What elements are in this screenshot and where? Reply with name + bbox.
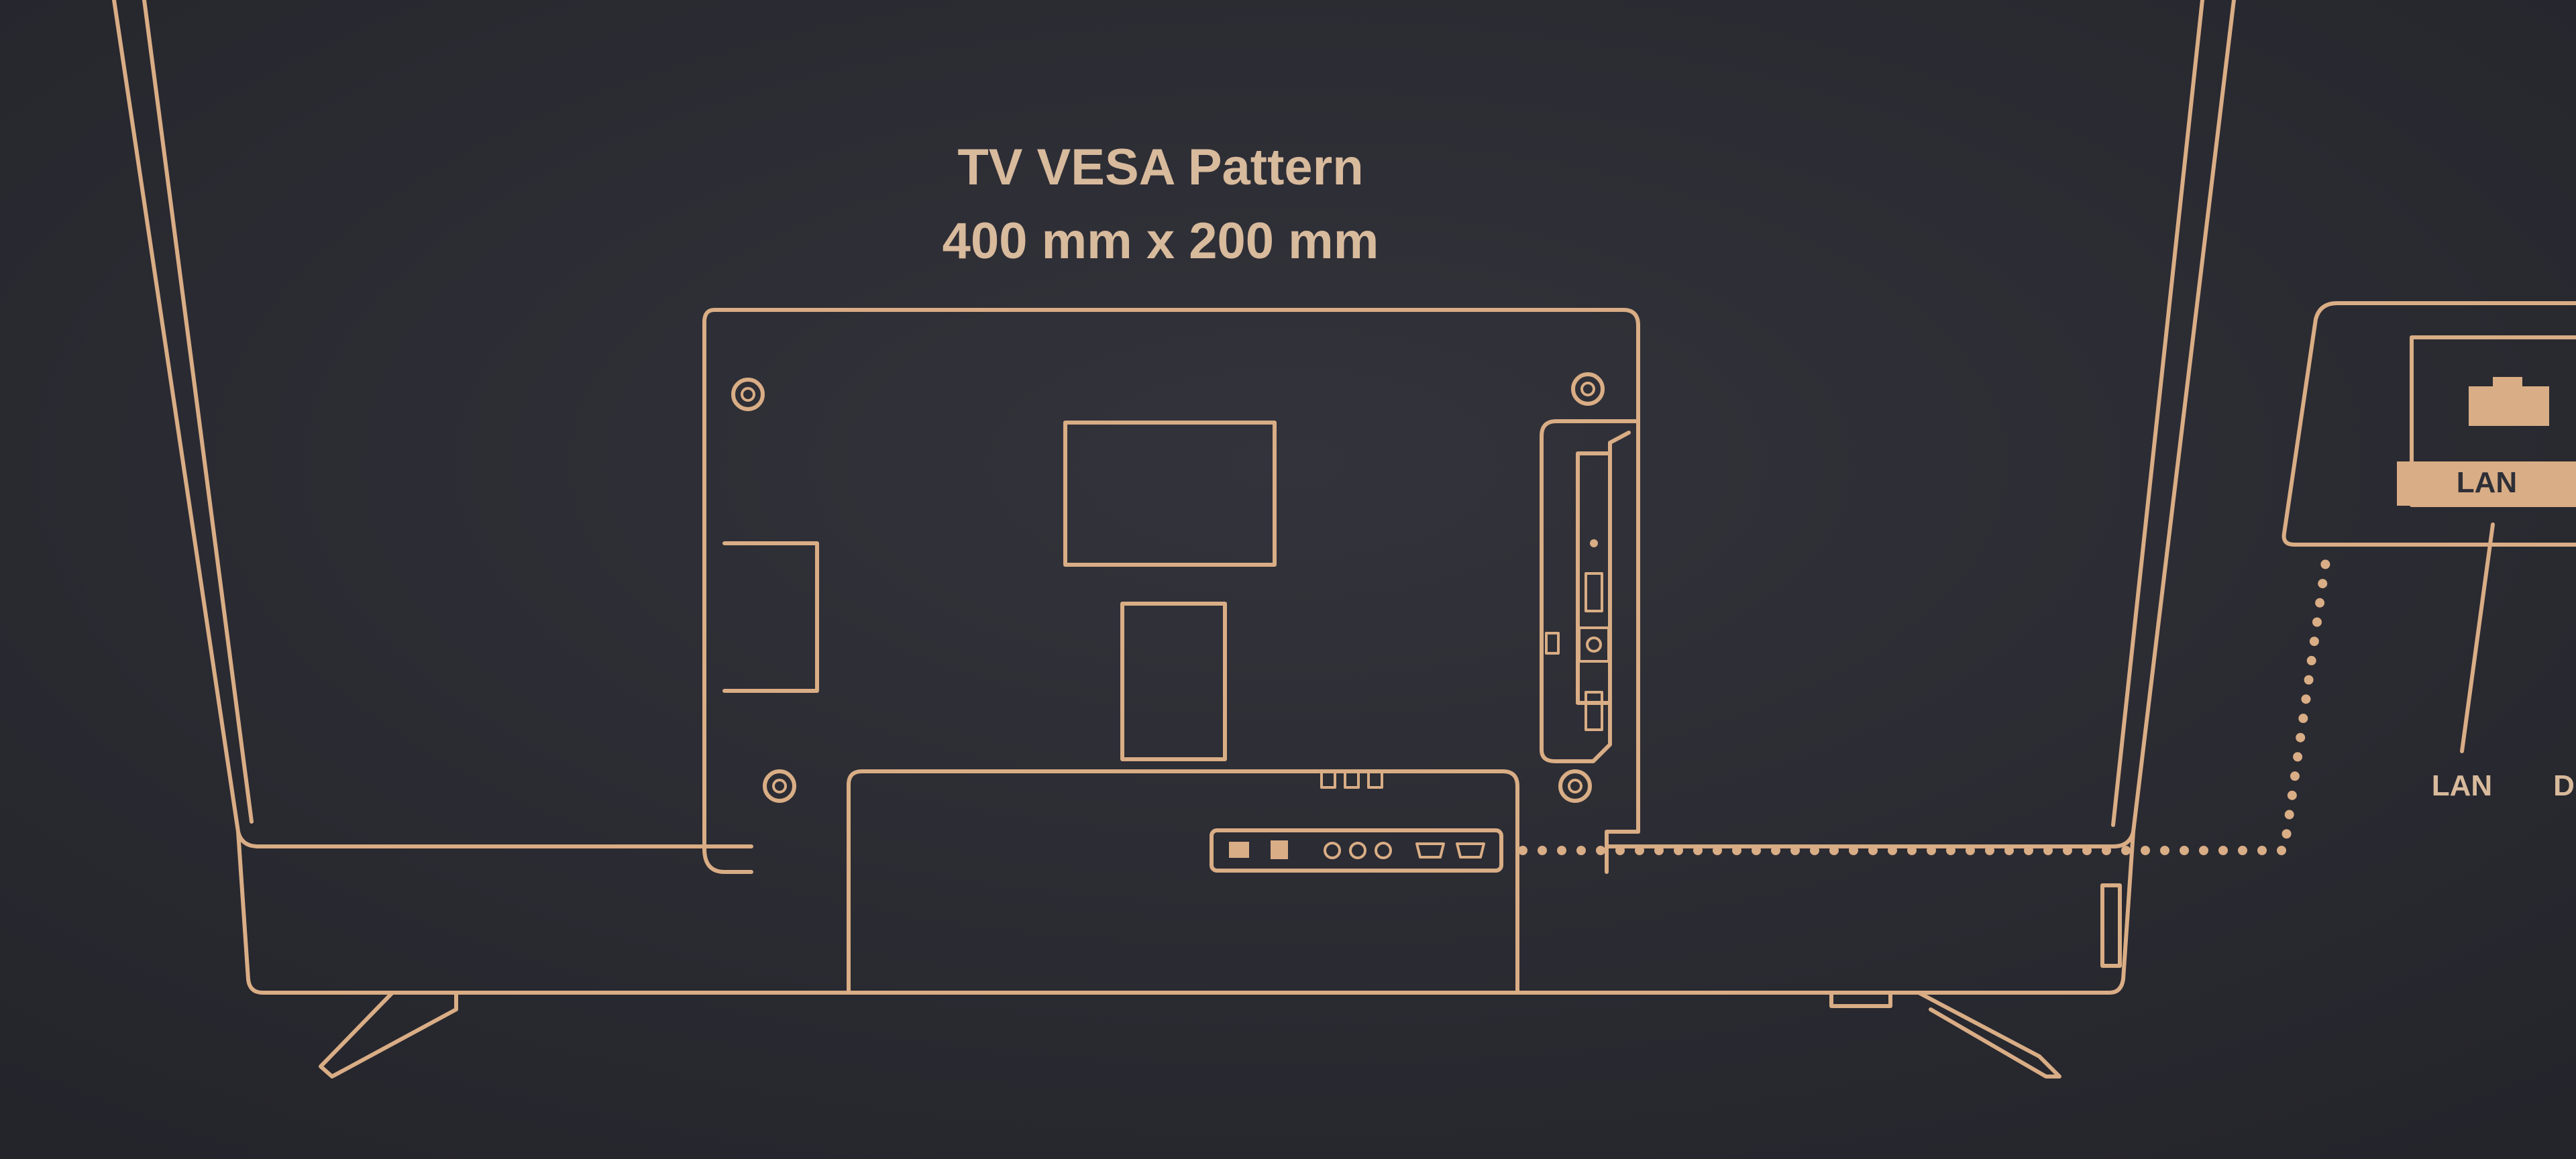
tv-frame: [112, 0, 2236, 1008]
vesa-dimensions: 400 mm x 200 mm: [943, 213, 1379, 270]
rear-port-strip: [1210, 828, 1503, 873]
av-port-1: [1324, 842, 1341, 859]
label-plate: [1063, 421, 1277, 567]
usb-port: [1585, 572, 1603, 612]
side-port-panel: [1540, 419, 1639, 763]
lan-cable: [1518, 552, 2331, 855]
lan-cable-label: LAN: [2432, 769, 2492, 802]
cut-off-label: D: [2553, 769, 2575, 802]
bottom-port-box: [847, 769, 1519, 993]
right-foot: [1917, 991, 2061, 1079]
hdmi-port-2: [1456, 842, 1485, 859]
stand-feet: [319, 991, 2061, 1079]
hdmi-port-1: [1415, 842, 1445, 859]
lan-jack-icon: [2469, 377, 2549, 426]
vesa-hole-top-left: [731, 378, 765, 411]
hdmi-side-port: [1585, 691, 1603, 731]
coax-port: [1578, 626, 1610, 663]
side-button: [2100, 883, 2122, 968]
vesa-hole-bottom-left: [763, 769, 796, 803]
av-port-3: [1375, 842, 1392, 859]
vesa-holes: [731, 372, 1605, 803]
lan-box-label: LAN: [2457, 466, 2517, 499]
back-panel: [702, 308, 1640, 874]
vesa-title: TV VESA Pattern: [957, 139, 1363, 196]
center-block: [1120, 602, 1227, 761]
av-port-2: [1349, 842, 1366, 859]
lan-leader-line: [2460, 522, 2495, 753]
bottom-tab: [1829, 991, 1892, 1008]
left-foot: [319, 991, 458, 1079]
vesa-hole-bottom-right: [1558, 769, 1592, 803]
lan-label-bar: [2397, 461, 2576, 506]
lan-wall-plate: LAN: [2282, 301, 2576, 753]
lan-port: [1229, 842, 1249, 858]
optical-port: [1271, 840, 1288, 859]
vesa-hole-top-right: [1571, 372, 1605, 406]
